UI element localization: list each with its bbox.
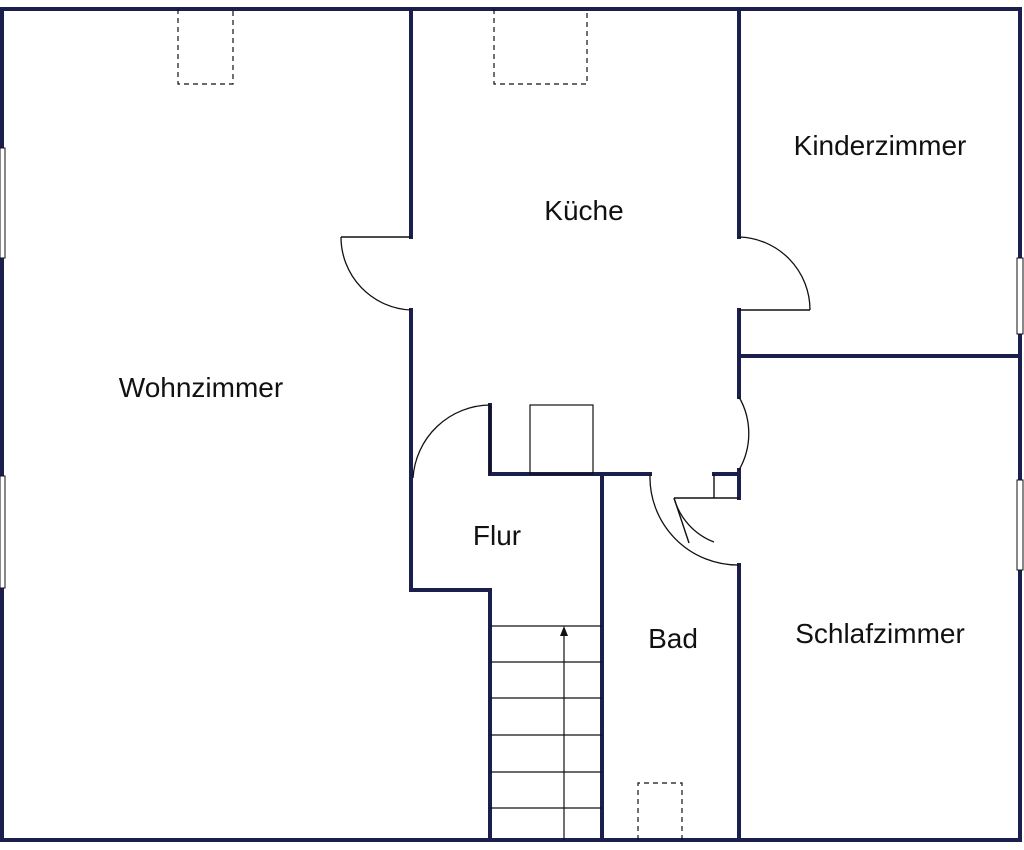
- label-flur: Flur: [473, 520, 521, 551]
- label-kueche: Küche: [544, 195, 623, 226]
- door-arc-wohnzimmer: [340, 236, 412, 311]
- door-arc-bad-inner: [673, 497, 715, 543]
- label-kinderzimmer: Kinderzimmer: [794, 130, 967, 161]
- stair-arrow-head: [560, 626, 568, 636]
- window-kinderzimmer: [1016, 257, 1024, 335]
- door-arc-schlafzimmer: [738, 396, 750, 471]
- dashed-fixtures: [177, 9, 683, 840]
- wall-kueche-flur: [488, 403, 652, 476]
- room-labels: Wohnzimmer Küche Kinderzimmer Flur Bad S…: [119, 130, 967, 654]
- doors: [340, 236, 811, 566]
- exterior-wall: [0, 7, 1022, 842]
- chimney-wohnzimmer: [177, 9, 234, 85]
- kitchen-fixture: [529, 404, 594, 475]
- label-schlafzimmer: Schlafzimmer: [795, 618, 965, 649]
- door-arc-bad: [649, 473, 740, 566]
- chimney-kueche: [493, 9, 588, 85]
- windows: [0, 147, 1024, 589]
- staircase: [490, 625, 602, 840]
- window-wohnzimmer-lower: [0, 475, 6, 589]
- wall-kinderzimmer-schlafzimmer: [737, 308, 1022, 358]
- interior-walls: [409, 7, 1022, 842]
- wall-wohnzimmer-flur: [409, 308, 492, 842]
- exterior-walls: [0, 7, 1022, 842]
- door-arc-flur: [412, 404, 491, 479]
- label-wohnzimmer: Wohnzimmer: [119, 372, 283, 403]
- window-schlafzimmer: [1016, 479, 1024, 571]
- label-bad: Bad: [648, 623, 698, 654]
- door-arc-kinderzimmer: [738, 236, 811, 311]
- vent-bad: [637, 782, 683, 840]
- window-wohnzimmer-upper: [0, 147, 6, 259]
